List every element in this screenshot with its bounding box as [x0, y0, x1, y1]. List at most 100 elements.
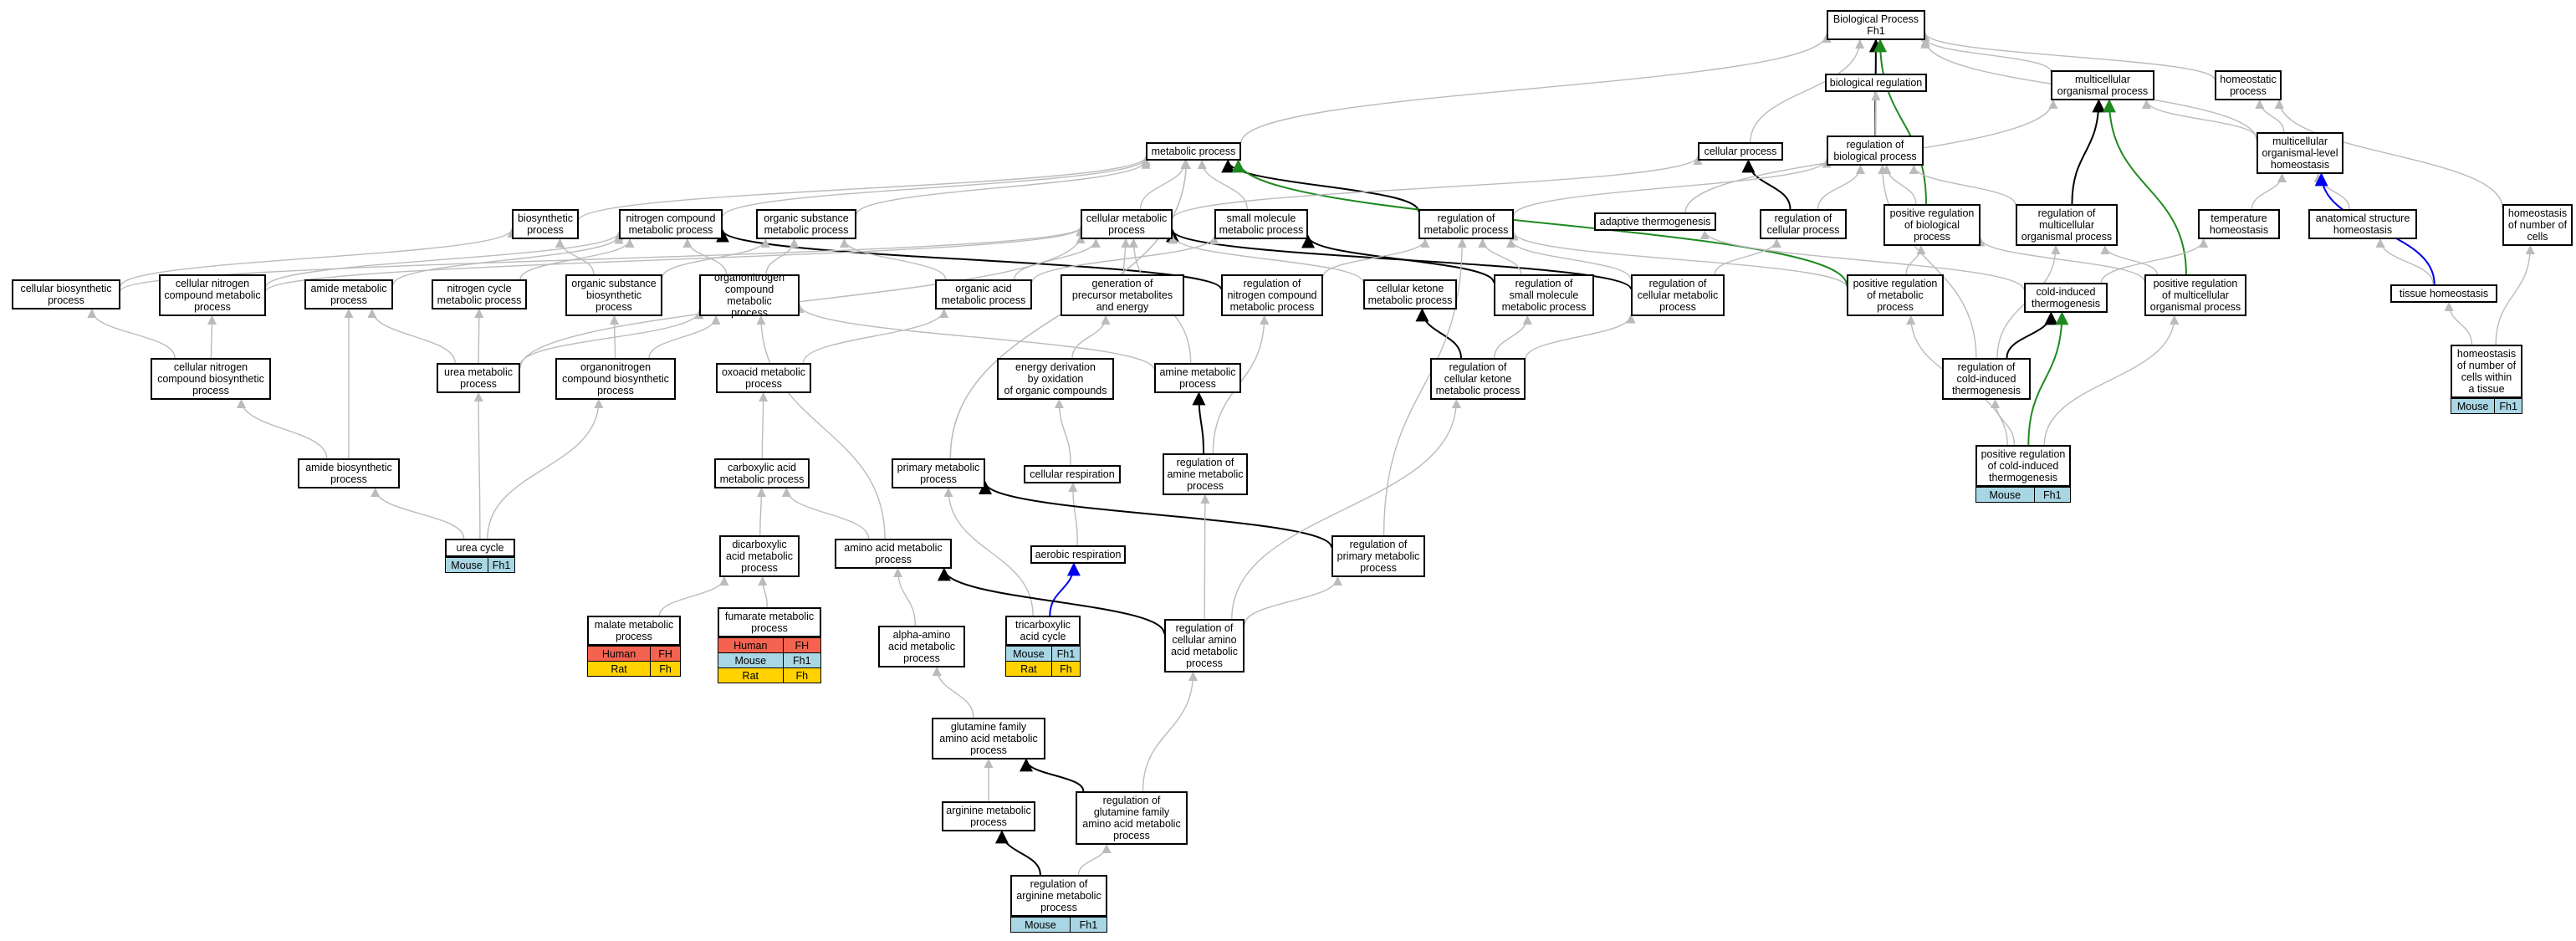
- term-node-regulation-of-nitrogen-compound-metabolic-process[interactable]: regulation of nitrogen compound metaboli…: [1221, 274, 1323, 316]
- species-cell: Mouse: [1975, 487, 2035, 503]
- term-node-dicarboxylic-acid-metabolic-process[interactable]: dicarboxylic acid metabolic process: [719, 535, 800, 577]
- term-node-regulation-of-cellular-ketone-metabolic-process[interactable]: regulation of cellular ketone metabolic …: [1430, 358, 1526, 400]
- term-node-arginine-metabolic-process[interactable]: arginine metabolic process: [942, 801, 1035, 831]
- edge-is-a: [662, 238, 770, 278]
- term-node-organonitrogen-compound-metabolic-process[interactable]: organonitrogen compound metabolic proces…: [699, 272, 800, 319]
- edge-is-a: [2043, 315, 2180, 446]
- term-node-aerobic-respiration[interactable]: aerobic respiration: [1030, 545, 1126, 564]
- edge-is-a: [1383, 238, 1467, 536]
- term-node-positive-regulation-of-metabolic-process[interactable]: positive regulation of metabolic process: [1847, 274, 1944, 316]
- term-node-alpha-amino-acid-metabolic-process[interactable]: alpha-amino acid metabolic process: [878, 626, 965, 667]
- term-node-regulation-of-primary-metabolic-process[interactable]: regulation of primary metabolic process: [1331, 535, 1425, 577]
- term-node-multicellular-organismal-level-homeostasis[interactable]: multicellular organismal-level homeostas…: [2257, 132, 2343, 174]
- term-node-cellular-nitrogen-compound-biosynthetic-process[interactable]: cellular nitrogen compound biosynthetic …: [151, 358, 271, 400]
- term-node-regulation-of-arginine-metabolic-process[interactable]: regulation of arginine metabolic process: [1010, 875, 1107, 917]
- term-node-glutamine-family-amino-acid-metabolic-process[interactable]: glutamine family amino acid metabolic pr…: [932, 718, 1045, 759]
- term-node-cellular-ketone-metabolic-process[interactable]: cellular ketone metabolic process: [1363, 279, 1457, 309]
- term-node-regulation-of-cellular-amino-acid-metabolic-process[interactable]: regulation of cellular amino acid metabo…: [1164, 619, 1245, 673]
- term-node-regulation-of-glutamine-family-amino-acid-metabolic-process[interactable]: regulation of glutamine family amino aci…: [1076, 791, 1188, 845]
- edge-is-a: [722, 156, 1151, 217]
- term-node-cellular-metabolic-process[interactable]: cellular metabolic process: [1081, 209, 1173, 239]
- edge-is-a: [474, 308, 484, 364]
- species-cell: Mouse: [1005, 646, 1052, 662]
- term-node-urea-metabolic-process[interactable]: urea metabolic process: [437, 363, 520, 393]
- term-node-homeostasis-of-number-of-cells-within-a-tissue[interactable]: homeostasis of number of cells within a …: [2451, 345, 2522, 398]
- edge-is-a: [473, 391, 483, 540]
- term-node-amide-metabolic-process[interactable]: amide metabolic process: [304, 279, 393, 309]
- edge-regulates: [2006, 311, 2058, 359]
- edge-is-a: [756, 487, 767, 536]
- edge-is-a: [2495, 244, 2535, 345]
- term-node-positive-regulation-of-cold-induced-thermogenesis[interactable]: positive regulation of cold-induced ther…: [1975, 445, 2071, 487]
- term-node-nitrogen-compound-metabolic-process[interactable]: nitrogen compound metabolic process: [619, 209, 723, 239]
- edge-is-a: [1200, 494, 1210, 620]
- term-node-regulation-of-cold-induced-thermogenesis[interactable]: regulation of cold-induced thermogenesis: [1942, 358, 2031, 400]
- term-node-primary-metabolic-process[interactable]: primary metabolic process: [892, 458, 985, 488]
- term-node-malate-metabolic-process[interactable]: malate metabolic process: [587, 616, 681, 646]
- species-cell: Human: [586, 646, 652, 662]
- edge-is-a: [265, 231, 624, 288]
- term-node-regulation-of-amine-metabolic-process[interactable]: regulation of amine metabolic process: [1163, 453, 1248, 495]
- term-node-cold-induced-thermogenesis[interactable]: cold-induced thermogenesis: [2024, 283, 2108, 313]
- edge-is-a: [1817, 164, 1865, 210]
- term-node-homeostatic-process[interactable]: homeostatic process: [2215, 70, 2282, 100]
- gene-cell: Fh1: [488, 557, 515, 573]
- species-cell: Mouse: [2450, 398, 2496, 414]
- term-node-nitrogen-cycle-metabolic-process[interactable]: nitrogen cycle metabolic process: [432, 279, 527, 309]
- term-node-bp[interactable]: Biological Process Fh1: [1827, 10, 1925, 40]
- term-node-cellular-respiration[interactable]: cellular respiration: [1024, 465, 1121, 483]
- term-node-energy-derivation-by-oxidation[interactable]: energy derivation by oxidation of organi…: [997, 358, 1114, 400]
- edge-is-a: [1071, 315, 1111, 359]
- term-node-amine-metabolic-process[interactable]: amine metabolic process: [1154, 363, 1241, 393]
- edge-is-a: [648, 315, 721, 359]
- term-node-regulation-of-cellular-metabolic-process[interactable]: regulation of cellular metabolic process: [1631, 274, 1725, 316]
- term-node-organic-substance-biosynthetic-process[interactable]: organic substance biosynthetic process: [565, 274, 662, 316]
- term-node-oxoacid-metabolic-process[interactable]: oxoacid metabolic process: [716, 363, 811, 393]
- term-node-metabolic-process[interactable]: metabolic process: [1146, 142, 1241, 161]
- term-node-cellular-nitrogen-compound-metabolic-process[interactable]: cellular nitrogen compound metabolic pro…: [159, 274, 266, 316]
- term-node-homeostasis-of-number-of-cells[interactable]: homeostasis of number of cells: [2502, 204, 2573, 246]
- term-node-regulation-of-metabolic-process[interactable]: regulation of metabolic process: [1418, 209, 1514, 239]
- edge-is-a: [802, 308, 949, 364]
- term-node-regulation-of-biological-process[interactable]: regulation of biological process: [1827, 136, 1924, 166]
- term-node-temperature-homeostasis[interactable]: temperature homeostasis: [2198, 209, 2280, 239]
- term-node-cellular-process[interactable]: cellular process: [1698, 142, 1783, 161]
- term-node-tissue-homeostasis[interactable]: tissue homeostasis: [2390, 284, 2497, 303]
- term-node-biosynthetic-process[interactable]: biosynthetic process: [512, 209, 579, 239]
- term-node-generation-of-precursor-metabolites-and-energy[interactable]: generation of precursor metabolites and …: [1061, 274, 1184, 316]
- term-node-tricarboxylic-acid-cycle[interactable]: tricarboxylic acid cycle: [1005, 616, 1081, 646]
- term-node-carboxylic-acid-metabolic-process[interactable]: carboxylic acid metabolic process: [714, 458, 810, 488]
- term-node-small-molecule-metabolic-process[interactable]: small molecule metabolic process: [1214, 209, 1308, 239]
- term-node-regulation-of-cellular-process[interactable]: regulation of cellular process: [1760, 209, 1847, 239]
- term-node-fumarate-metabolic-process[interactable]: fumarate metabolic process: [718, 607, 821, 637]
- term-node-amino-acid-metabolic-process[interactable]: amino acid metabolic process: [835, 539, 952, 569]
- term-node-adaptive-thermogenesis[interactable]: adaptive thermogenesis: [1594, 212, 1716, 231]
- term-node-organic-acid-metabolic-process[interactable]: organic acid metabolic process: [935, 279, 1032, 309]
- term-node-regulation-of-multicellular-organismal-process[interactable]: regulation of multicellular organismal p…: [2016, 204, 2118, 246]
- term-node-organonitrogen-compound-biosynthetic-process[interactable]: organonitrogen compound biosynthetic pro…: [555, 358, 676, 400]
- edge-positively-regulates: [2027, 311, 2069, 446]
- term-node-positive-regulation-of-biological-process[interactable]: positive regulation of biological proces…: [1883, 204, 1981, 246]
- edge-is-a: [1054, 398, 1071, 466]
- edge-is-a: [1031, 235, 1219, 283]
- edge-regulates: [1301, 234, 1495, 284]
- edge-is-a: [1990, 398, 2016, 446]
- term-node-amide-biosynthetic-process[interactable]: amide biosynthetic process: [298, 458, 400, 488]
- term-node-positive-regulation-of-multicellular-organismal-process[interactable]: positive regulation of multicellular org…: [2144, 274, 2246, 316]
- term-node-urea-cycle[interactable]: urea cycle: [445, 539, 515, 557]
- term-node-organic-substance-metabolic-process[interactable]: organic substance metabolic process: [756, 209, 856, 239]
- edge-regulates: [2071, 99, 2106, 205]
- term-node-regulation-of-small-molecule-metabolic-process[interactable]: regulation of small molecule metabolic p…: [1494, 274, 1594, 316]
- term-node-biological-regulation[interactable]: biological regulation: [1825, 74, 1927, 92]
- term-node-anatomical-structure-homeostasis[interactable]: anatomical structure homeostasis: [2308, 209, 2417, 239]
- edge-regulates: [1221, 159, 1419, 212]
- term-node-multicellular-organismal-process[interactable]: multicellular organismal process: [2051, 70, 2154, 100]
- term-node-cellular-biosynthetic-process[interactable]: cellular biosynthetic process: [12, 279, 120, 309]
- edge-is-a: [1878, 164, 1977, 359]
